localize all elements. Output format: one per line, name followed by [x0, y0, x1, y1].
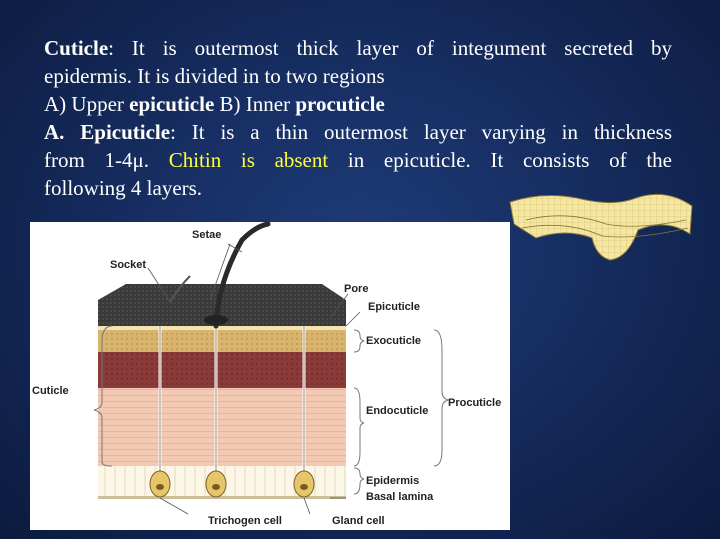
label-basal-lamina: Basal lamina	[366, 491, 434, 503]
label-trichogen-cell: Trichogen cell	[208, 515, 282, 527]
basal-lamina-layer	[98, 496, 346, 499]
cuticle-brace	[93, 325, 113, 467]
epicuticle-layer	[98, 326, 346, 330]
endocuticle-brace	[353, 387, 365, 467]
label-exocuticle: Exocuticle	[366, 335, 421, 347]
label-pore: Pore	[344, 283, 368, 295]
seta-hair-2	[169, 275, 191, 303]
region-b-prefix: B) Inner	[214, 92, 296, 116]
region-a-prefix: A) Upper	[44, 92, 130, 116]
cuticle-top-surface	[98, 284, 346, 326]
cuticle-definition-line-2: epidermis. It is divided in to two regio…	[44, 64, 385, 88]
cuticle-diagram: Setae Socket Pore Epicuticle Exocuticle …	[32, 222, 501, 527]
epicuticle-text-1: : It is a thin outermost layer varying i…	[170, 120, 672, 144]
cuticle-regions-line: A) Upper epicuticle B) Inner procuticle	[44, 90, 672, 118]
cuticle-cross-section-figure: Setae Socket Pore Epicuticle Exocuticle …	[30, 222, 510, 530]
procuticle-brace	[433, 329, 450, 467]
slide-text: Cuticle: It is outermost thick layer of …	[44, 34, 672, 202]
epicuticle-line-3: following 4 layers.	[44, 176, 203, 200]
exocuticle-layer	[98, 330, 346, 352]
epicuticle-thickness-text: from 1-4μ.	[44, 148, 169, 172]
label-setae: Setae	[192, 229, 221, 241]
epicuticle-line-2: from 1-4μ. Chitin is absent in epicuticl…	[44, 146, 672, 174]
chitin-absent-highlight: Chitin is absent	[168, 148, 329, 172]
label-procuticle: Procuticle	[448, 397, 501, 409]
seta-hair-1	[213, 222, 271, 329]
cuticle-definition-text: : It is outermost thick layer of integum…	[108, 36, 672, 60]
label-cuticle: Cuticle	[32, 385, 69, 397]
cuticle-fold-illustration	[509, 193, 693, 261]
procuticle-term: procuticle	[295, 92, 385, 116]
cuticle-definition-line-1: Cuticle: It is outermost thick layer of …	[44, 34, 672, 62]
epicuticle-line-1: A. Epicuticle: It is a thin outermost la…	[44, 118, 672, 146]
label-endocuticle: Endocuticle	[366, 405, 428, 417]
cuticle-term: Cuticle	[44, 36, 109, 60]
epicuticle-text-2: in epicuticle. It consists of the	[328, 148, 672, 172]
epidermis-brace	[353, 467, 365, 495]
label-epicuticle: Epicuticle	[368, 301, 420, 313]
epicuticle-term: epicuticle	[129, 92, 215, 116]
label-epidermis: Epidermis	[366, 475, 419, 487]
endocuticle-layer	[98, 388, 346, 466]
label-socket: Socket	[110, 259, 146, 271]
epicuticle-heading: A. Epicuticle	[44, 120, 171, 144]
label-gland-cell: Gland cell	[332, 515, 385, 527]
exocuticle-brace	[353, 329, 365, 353]
socket-shape	[204, 315, 228, 325]
exocuticle-dark-layer	[98, 352, 346, 388]
